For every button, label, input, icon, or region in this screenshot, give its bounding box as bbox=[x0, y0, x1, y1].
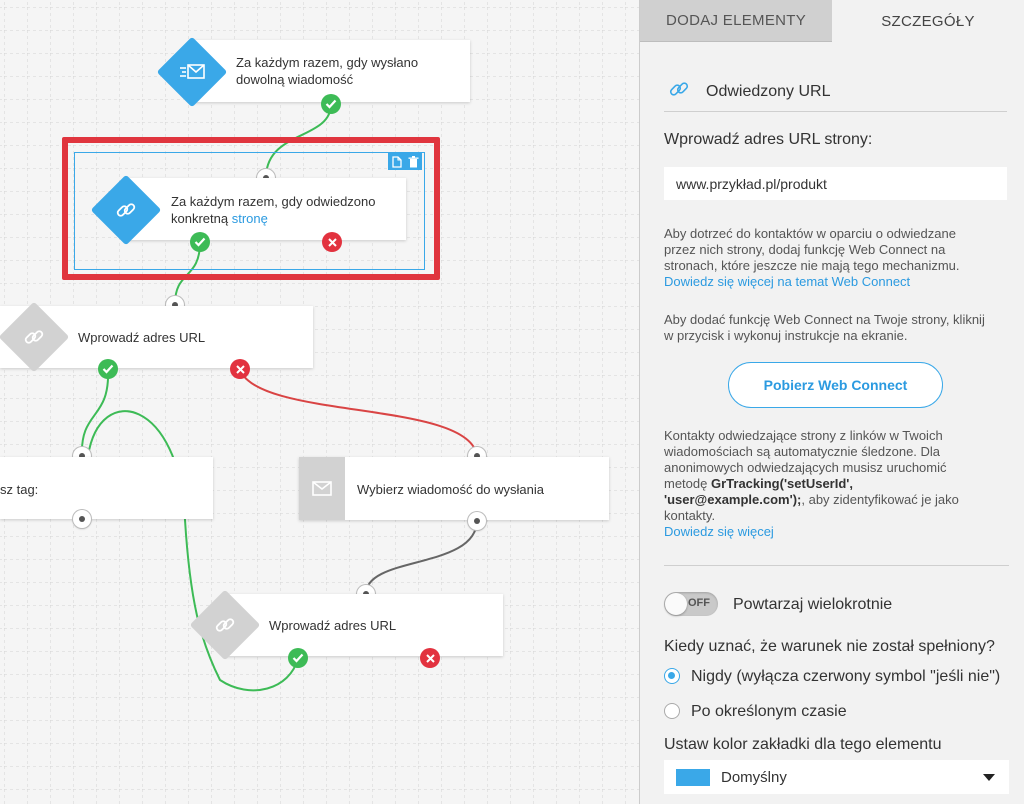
node-link-strone: stronę bbox=[231, 211, 268, 226]
info-web-connect: Aby dotrzeć do kontaktów w oparciu o odw… bbox=[664, 226, 1014, 290]
wire-node3-node5 bbox=[239, 369, 478, 457]
url-field-label: Wprowadź adres URL strony: bbox=[664, 131, 873, 148]
color-select-value: Domyślny bbox=[721, 768, 787, 786]
action-node-tag[interactable]: sz tag: bbox=[0, 457, 213, 519]
radio-never-label[interactable]: Nigdy (wyłącza czerwony symbol "jeśli ni… bbox=[691, 668, 1001, 685]
condition-node-url-2[interactable]: Wprowadź adres URL bbox=[225, 594, 503, 656]
failure-x-icon[interactable] bbox=[322, 232, 342, 252]
node-label: Wprowadź adres URL bbox=[269, 618, 397, 633]
failure-x-icon[interactable] bbox=[420, 648, 440, 668]
success-check-icon[interactable] bbox=[321, 94, 341, 114]
details-panel: DODAJ ELEMENTY SZCZEGÓŁY Odwiedzony URL … bbox=[639, 0, 1024, 804]
toggle-state: OFF bbox=[688, 597, 710, 609]
url-input[interactable] bbox=[664, 167, 1007, 200]
color-select[interactable]: Domyślny bbox=[664, 760, 1009, 794]
node-label: Wprowadź adres URL bbox=[78, 330, 206, 345]
wire-node3-node4 bbox=[80, 369, 110, 457]
node-label: sz tag: bbox=[0, 482, 39, 497]
link-icon bbox=[190, 590, 260, 660]
link-icon bbox=[91, 175, 161, 245]
info-add-web-connect: Aby dodać funkcję Web Connect na Twoje s… bbox=[664, 312, 985, 343]
node-label: Wybierz wiadomość do wysłania bbox=[357, 482, 545, 497]
trash-icon[interactable] bbox=[405, 153, 422, 170]
connector-wires bbox=[80, 103, 478, 692]
radio-after-time-label[interactable]: Po określonym czasie bbox=[691, 703, 847, 720]
success-check-icon[interactable] bbox=[288, 648, 308, 668]
wire-node3-node4-loop bbox=[87, 410, 299, 692]
color-label: Ustaw kolor zakładki dla tego elementu bbox=[664, 736, 942, 753]
tab-add-elements[interactable]: DODAJ ELEMENTY bbox=[640, 0, 832, 42]
radio-after-time[interactable] bbox=[664, 703, 680, 719]
envelope-icon bbox=[299, 457, 345, 520]
output-port[interactable] bbox=[468, 512, 486, 530]
action-node-send-message[interactable]: Wybierz wiadomość do wysłania bbox=[299, 457, 609, 520]
tab-details[interactable]: SZCZEGÓŁY bbox=[832, 0, 1024, 42]
info-tracking: Kontakty odwiedzające strony z linków w … bbox=[664, 428, 1014, 540]
link-icon bbox=[0, 302, 69, 372]
wire-node1-node2 bbox=[265, 103, 332, 177]
divider bbox=[664, 565, 1009, 566]
selection-frame bbox=[74, 152, 425, 270]
highlight-frame bbox=[62, 137, 440, 280]
output-port[interactable] bbox=[73, 510, 91, 528]
toggle-knob bbox=[665, 593, 687, 615]
copy-icon[interactable] bbox=[388, 153, 405, 170]
failure-x-icon[interactable] bbox=[230, 359, 250, 379]
tracking-learn-more-link[interactable]: Dowiedz się więcej bbox=[664, 524, 774, 539]
node-toolbar bbox=[388, 153, 422, 170]
repeat-label: Powtarzaj wielokrotnie bbox=[733, 596, 893, 613]
success-check-icon[interactable] bbox=[98, 359, 118, 379]
send-message-icon bbox=[157, 37, 227, 107]
panel-header: Odwiedzony URL bbox=[664, 72, 1007, 112]
chevron-down-icon bbox=[983, 774, 995, 781]
download-web-connect-button[interactable]: Pobierz Web Connect bbox=[728, 362, 943, 408]
web-connect-learn-more-link[interactable]: Dowiedz się więcej na temat Web Connect bbox=[664, 274, 911, 289]
link-icon bbox=[668, 78, 690, 105]
panel-title: Odwiedzony URL bbox=[706, 82, 831, 100]
condition-question: Kiedy uznać, że warunek nie został spełn… bbox=[664, 638, 995, 655]
wire-node5-node6 bbox=[365, 519, 478, 595]
repeat-toggle[interactable]: OFF bbox=[664, 592, 718, 616]
panel-tabs: DODAJ ELEMENTY SZCZEGÓŁY bbox=[640, 0, 1024, 42]
radio-never[interactable] bbox=[664, 668, 680, 684]
color-swatch bbox=[676, 768, 710, 786]
success-check-icon[interactable] bbox=[190, 232, 210, 252]
